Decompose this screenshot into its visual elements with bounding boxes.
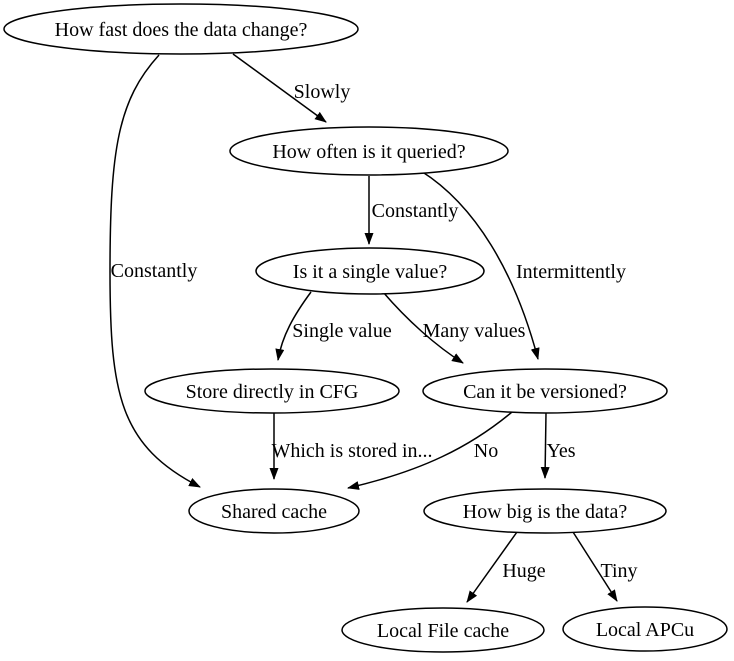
edge-label-constantly-mid: Constantly bbox=[372, 200, 459, 222]
edge-how-big-to-local-apcu bbox=[572, 531, 618, 602]
edge-label-huge: Huge bbox=[502, 560, 545, 582]
node-how-big: How big is the data? bbox=[423, 488, 667, 534]
node-versioned-shape bbox=[422, 368, 668, 414]
edge-label-constantly-left: Constantly bbox=[111, 260, 198, 282]
edge-how-fast-to-how-often bbox=[232, 53, 327, 123]
node-how-fast: How fast does the data change? bbox=[3, 3, 359, 55]
edge-label-tiny: Tiny bbox=[600, 560, 637, 582]
edge-label-single-value: Single value bbox=[292, 320, 392, 342]
node-store-cfg-shape bbox=[144, 368, 400, 414]
node-how-fast-shape bbox=[3, 3, 359, 55]
node-local-file-shape bbox=[341, 607, 545, 653]
edge-label-intermittently: Intermittently bbox=[516, 261, 626, 283]
edge-label-which-is-stored-in: Which is stored in... bbox=[271, 440, 432, 462]
edge-group bbox=[109, 53, 618, 603]
edge-how-often-to-versioned bbox=[420, 170, 540, 360]
edge-label-no: No bbox=[474, 440, 498, 462]
edge-label-group: Slowly Constantly Constantly Intermitten… bbox=[111, 81, 638, 582]
edge-single-value-to-versioned bbox=[382, 291, 464, 364]
node-store-cfg: Store directly in CFG bbox=[144, 368, 400, 414]
node-single-value: Is it a single value? bbox=[255, 247, 485, 295]
node-shared-cache-shape bbox=[188, 488, 360, 534]
edge-how-big-to-local-file bbox=[466, 531, 518, 603]
node-single-value-label: Is it a single value? bbox=[293, 261, 448, 283]
node-group: How fast does the data change? How often… bbox=[3, 3, 728, 653]
edge-label-many-values: Many values bbox=[423, 320, 526, 342]
node-how-big-shape bbox=[423, 488, 667, 534]
node-local-apcu: Local APCu bbox=[562, 606, 728, 652]
edge-label-yes: Yes bbox=[546, 440, 575, 462]
node-versioned-label: Can it be versioned? bbox=[463, 381, 627, 403]
node-local-apcu-label: Local APCu bbox=[596, 619, 694, 641]
edge-how-fast-to-shared-cache bbox=[109, 54, 201, 488]
edge-versioned-to-how-big bbox=[540, 412, 550, 479]
node-local-apcu-shape bbox=[562, 606, 728, 652]
node-versioned: Can it be versioned? bbox=[422, 368, 668, 414]
node-how-often-shape bbox=[229, 126, 509, 176]
node-how-often: How often is it queried? bbox=[229, 126, 509, 176]
node-shared-cache: Shared cache bbox=[188, 488, 360, 534]
edge-versioned-to-shared-cache bbox=[347, 411, 513, 490]
node-shared-cache-label: Shared cache bbox=[221, 501, 327, 523]
node-how-big-label: How big is the data? bbox=[463, 501, 628, 523]
edge-label-slowly: Slowly bbox=[294, 81, 351, 103]
edge-single-value-to-store-cfg bbox=[275, 291, 312, 361]
node-store-cfg-label: Store directly in CFG bbox=[186, 381, 359, 403]
node-how-fast-label: How fast does the data change? bbox=[55, 19, 308, 41]
node-how-often-label: How often is it queried? bbox=[272, 141, 465, 163]
node-single-value-shape bbox=[255, 247, 485, 295]
node-local-file-label: Local File cache bbox=[377, 620, 509, 642]
node-local-file: Local File cache bbox=[341, 607, 545, 653]
